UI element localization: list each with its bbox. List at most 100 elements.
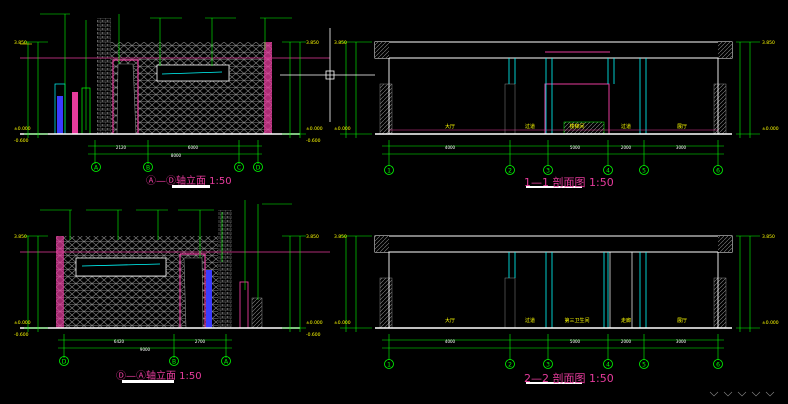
- view0-axis-A: A: [94, 165, 99, 172]
- view0-elevation-mark: 3.850: [14, 40, 27, 46]
- view-title-section-1-1: 1—1 剖面图 1:50: [524, 176, 614, 189]
- view0-axis-C-bubble: [234, 162, 244, 172]
- view0-axis-D: D: [256, 165, 261, 172]
- section-2-2-title-underline: [526, 382, 582, 384]
- view2-axis-3: 3: [546, 168, 550, 175]
- section-1-1: [340, 41, 760, 188]
- view3-room-label: 展厅: [677, 318, 687, 324]
- view3-axis-3: 3: [546, 362, 550, 369]
- view3-axis-5: 5: [642, 362, 646, 369]
- view0-dimension: 8000: [171, 153, 182, 158]
- view2-dimension: 3000: [676, 145, 687, 150]
- view0-dimension: 2120: [116, 145, 127, 150]
- view0-axis-B: B: [146, 165, 150, 172]
- view3-room-label: 过道: [525, 317, 535, 324]
- view2-elevation-mark: ±0.000: [334, 126, 351, 132]
- view1-dimension: 9000: [140, 347, 151, 352]
- view3-dimension: 4000: [445, 339, 456, 344]
- view1-axis-A: A: [224, 359, 229, 366]
- view2-axis-2: 2: [508, 168, 512, 175]
- border-chevron-icon: [709, 391, 775, 397]
- view0-elevation-mark-right: ±0.000: [306, 126, 323, 132]
- view2-dimension: 2000: [621, 145, 632, 150]
- view3-elevation-mark: 3.850: [334, 234, 347, 240]
- view2-elevation-mark: 3.850: [334, 40, 347, 46]
- view1-dimension: 2700: [195, 339, 206, 344]
- view3-axis-3-bubble: [543, 359, 553, 369]
- view0-elevation-mark-right: 3.850: [306, 40, 319, 46]
- view2-axis-3-bubble: [543, 165, 553, 175]
- view3-elevation-mark-right: ±0.000: [762, 320, 779, 326]
- view1-dimension: 6420: [114, 339, 125, 344]
- view0-axis-C: C: [237, 165, 241, 172]
- view1-elevation-mark: -0.600: [14, 332, 29, 338]
- view3-dimension: 5000: [570, 339, 581, 344]
- view2-axis-1-bubble: [384, 165, 394, 175]
- view3-room-label: 走廊: [621, 317, 631, 324]
- view3-dimension: 3000: [676, 339, 687, 344]
- view2-axis-6: 6: [716, 168, 720, 175]
- view1-elevation-mark-right: -0.600: [306, 332, 321, 338]
- view3-axis-2: 2: [508, 362, 512, 369]
- view3-axis-4: 4: [606, 362, 610, 369]
- elevation-d-a-brick-column: [218, 210, 232, 328]
- view1-elevation-mark: 3.850: [14, 234, 27, 240]
- view3-dimension: 2000: [621, 339, 632, 344]
- view0-dimension: 6000: [188, 145, 199, 150]
- view3-axis-5-bubble: [639, 359, 649, 369]
- view2-room-label: 展厅: [677, 124, 687, 130]
- elevation-a-d-title-underline: [172, 185, 210, 188]
- view0-axis-B-bubble: [143, 162, 153, 172]
- view2-axis-5: 5: [642, 168, 646, 175]
- view3-room-label: 第三卫生间: [564, 317, 589, 324]
- view1-axis-A-bubble: [221, 356, 231, 366]
- view3-axis-6-bubble: [713, 359, 723, 369]
- view3-axis-1-bubble: [384, 359, 394, 369]
- section-1-1-title-underline: [526, 186, 582, 188]
- view1-axis-B-bubble: [169, 356, 179, 366]
- view0-axis-D-bubble: [253, 162, 263, 172]
- view2-axis-1: 1: [387, 168, 391, 175]
- elevation-d-a-window: [75, 257, 167, 277]
- view0-elevation-mark: -0.600: [14, 138, 29, 144]
- elevation-a-d: [20, 13, 330, 188]
- view3-axis-1: 1: [387, 362, 391, 369]
- view0-axis-A-bubble: [91, 162, 101, 172]
- view2-elevation-mark-right: 3.850: [762, 40, 775, 46]
- view1-elevation-mark: ±0.000: [14, 320, 31, 326]
- view2-axis-4-bubble: [603, 165, 613, 175]
- view1-axis-D: D: [62, 359, 67, 366]
- elevation-d-a: [20, 200, 330, 383]
- view-title-elevation-d-a: Ⓓ—Ⓐ轴立面 1:50: [116, 371, 202, 382]
- view3-room-label: 大厅: [445, 317, 455, 324]
- view3-axis-6: 6: [716, 362, 720, 369]
- view3-axis-4-bubble: [603, 359, 613, 369]
- view2-axis-6-bubble: [713, 165, 723, 175]
- elevation-a-d-door-opening: [116, 63, 137, 135]
- view1-axis-D-bubble: [59, 356, 69, 366]
- view1-axis-B: B: [172, 359, 176, 366]
- view2-room-label: 过道: [525, 123, 535, 130]
- view2-room-label: 楼梯间: [569, 123, 584, 130]
- view0-elevation-mark: ±0.000: [14, 126, 31, 132]
- view-title-section-2-2: 2—2 剖面图 1:50: [524, 372, 614, 385]
- view2-dimension: 5000: [570, 145, 581, 150]
- view2-axis-4: 4: [606, 168, 610, 175]
- view2-elevation-mark-right: ±0.000: [762, 126, 779, 132]
- view3-elevation-mark-right: 3.850: [762, 234, 775, 240]
- elevation-a-d-door-frame: [112, 59, 139, 134]
- crosshair-cursor-icon: [280, 28, 375, 122]
- view3-elevation-mark: ±0.000: [334, 320, 351, 326]
- view-title-elevation-a-d: Ⓐ—Ⓓ轴立面 1:50: [146, 176, 232, 187]
- elevation-a-d-brick-column: [97, 18, 111, 134]
- view3-axis-2-bubble: [505, 359, 515, 369]
- elevation-d-a-title-underline: [122, 380, 174, 383]
- section-2-2: [340, 235, 760, 384]
- elevation-d-a-door-frame: [179, 253, 206, 328]
- view1-elevation-mark-right: 3.850: [306, 234, 319, 240]
- view0-elevation-mark-right: -0.600: [306, 138, 321, 144]
- view2-dimension: 4000: [445, 145, 456, 150]
- view2-room-label: 大厅: [445, 123, 455, 130]
